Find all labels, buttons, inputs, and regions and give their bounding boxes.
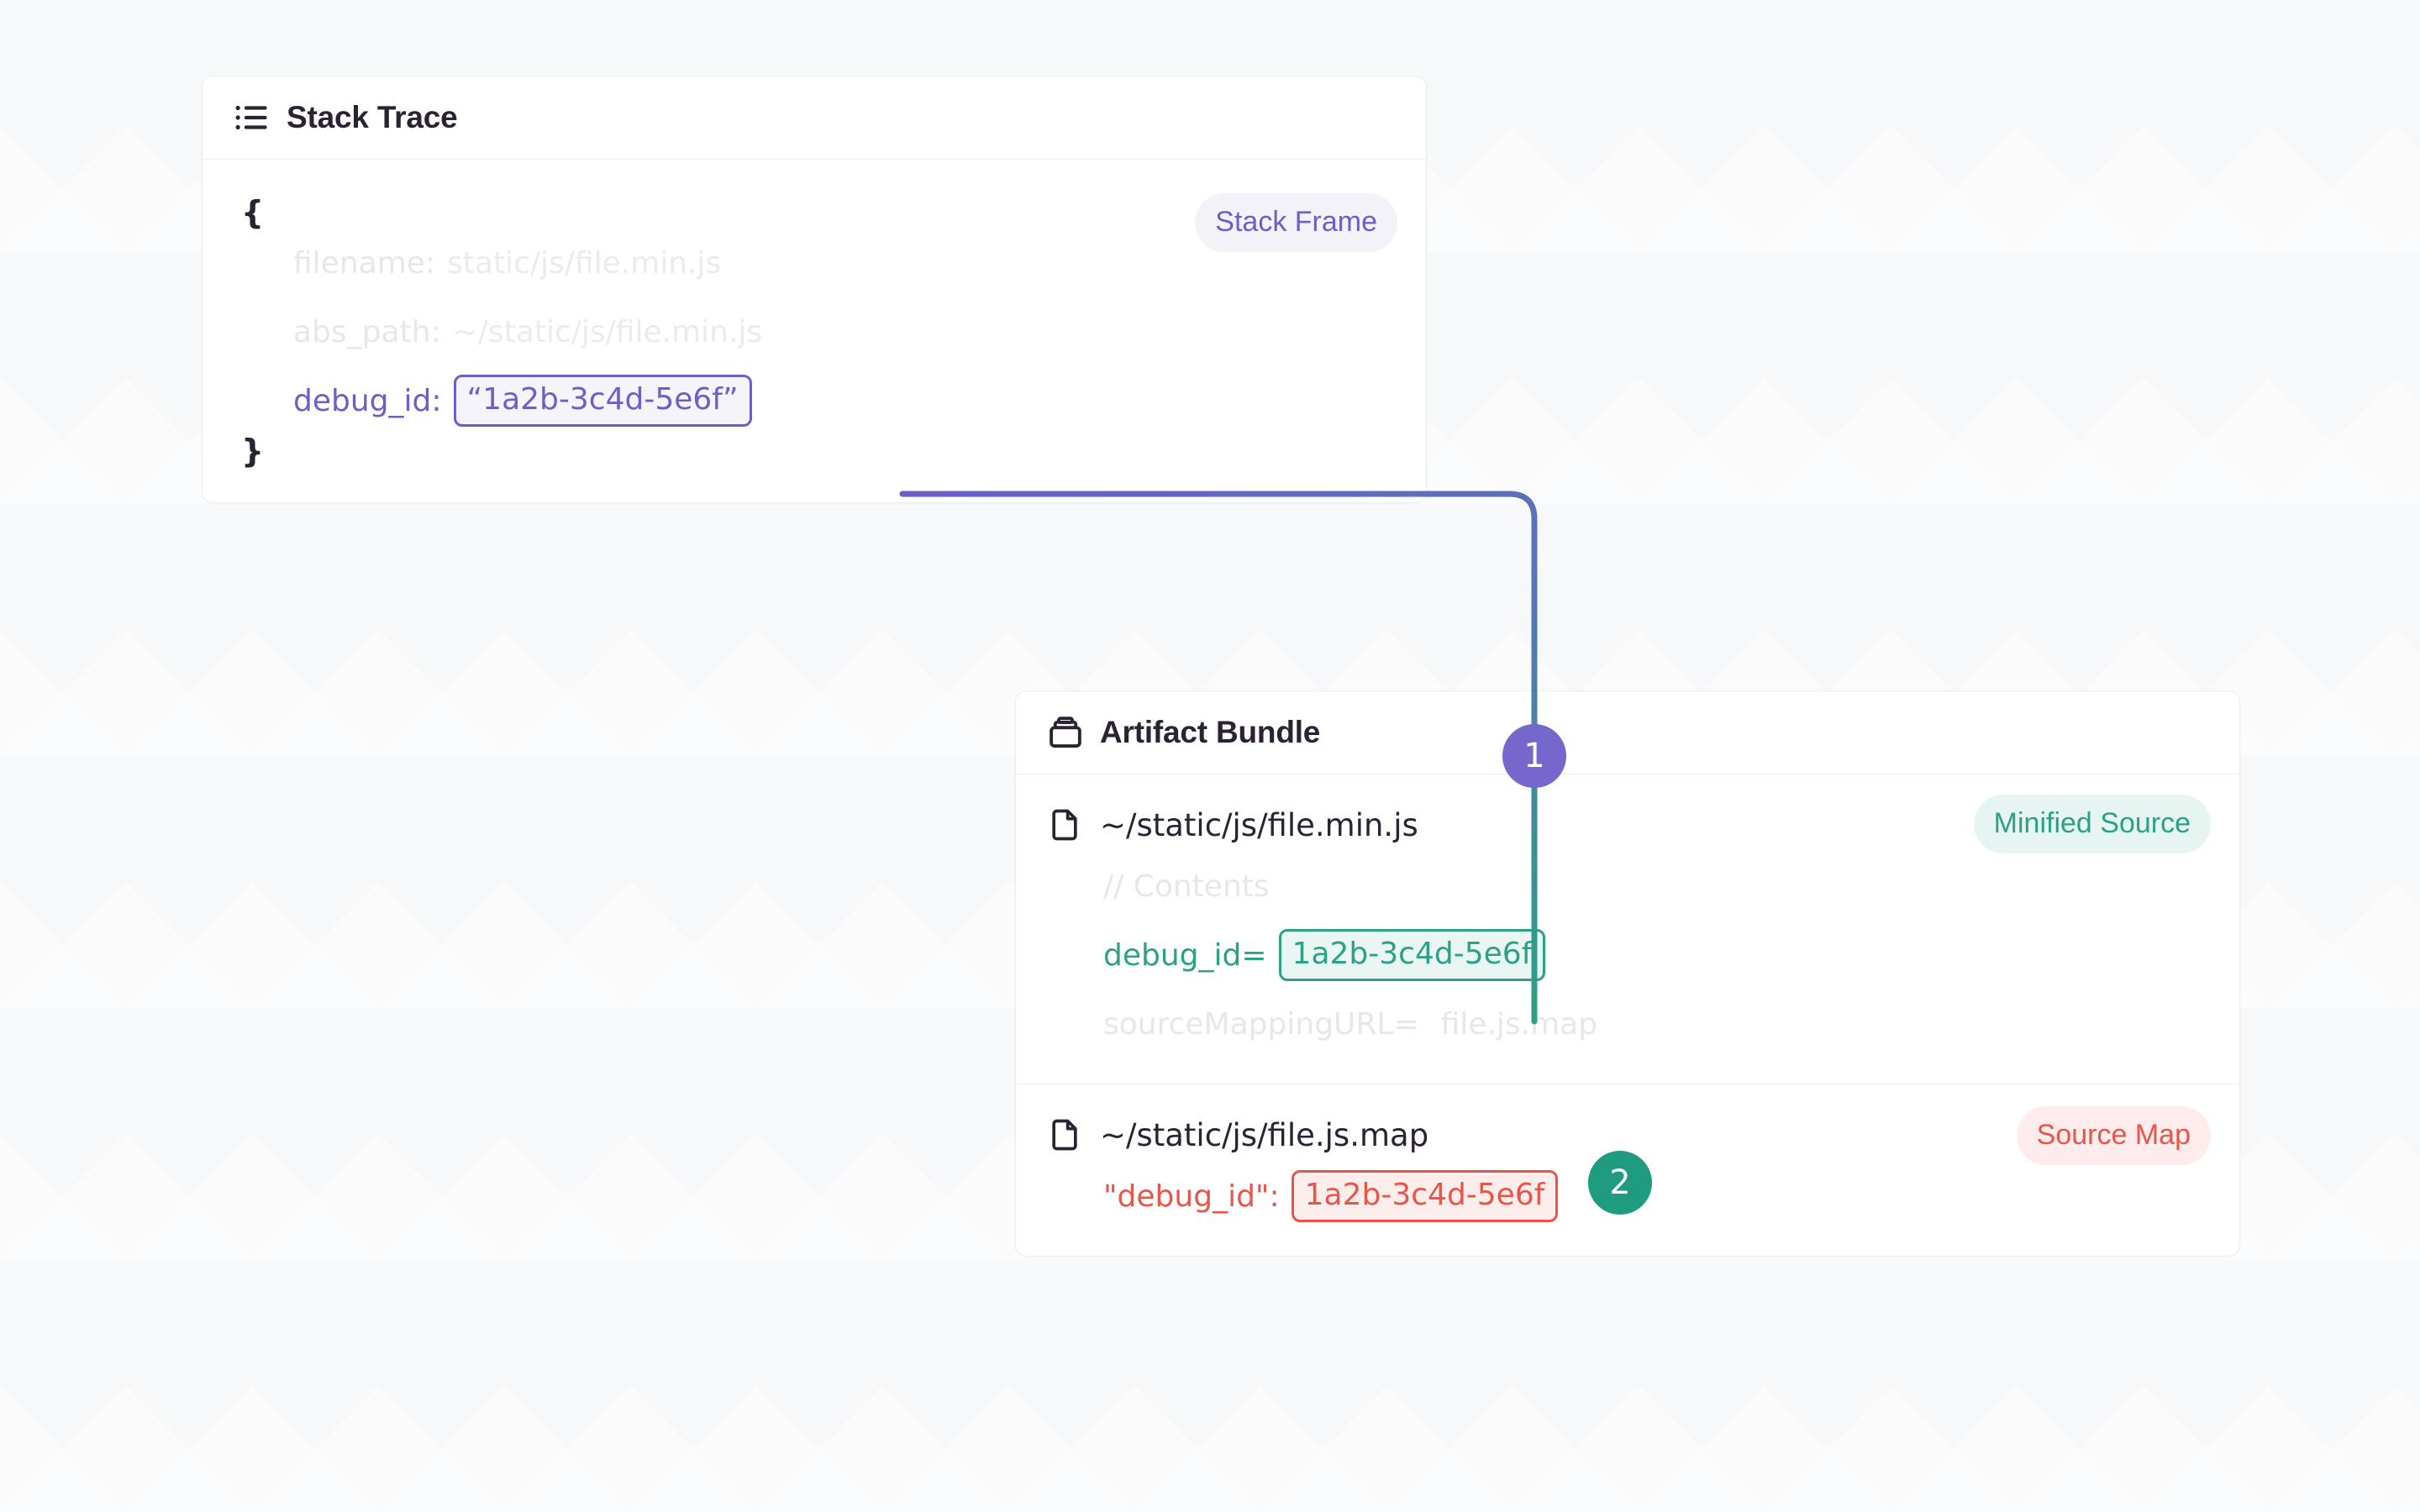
minified-source-contents-comment: // Contents bbox=[1103, 852, 2211, 921]
source-map-file-name: ~/static/js/file.js.map bbox=[1100, 1116, 1429, 1153]
close-brace: } bbox=[241, 433, 265, 470]
stack-trace-body: Stack Frame { filename: static/js/file.m… bbox=[203, 160, 1426, 502]
artifact-bundle-title: Artifact Bundle bbox=[1100, 715, 1321, 749]
filename-value: static/js/file.min.js bbox=[447, 245, 722, 281]
debug-id-key: debug_id: bbox=[293, 383, 442, 418]
minified-source-file-row: ~/static/js/file.min.js bbox=[1046, 798, 2211, 852]
bundle-entry-minified-source: Minified Source ~/static/js/file.min.js … bbox=[1016, 774, 2239, 1084]
stack-frame-badge: Stack Frame bbox=[1195, 193, 1397, 252]
file-icon bbox=[1046, 806, 1083, 843]
minified-source-debug-id-value[interactable]: 1a2b-3c4d-5e6f bbox=[1278, 929, 1546, 981]
abs-path-key: abs_path: bbox=[293, 314, 441, 349]
source-map-debug-id-line: "debug_id": 1a2b-3c4d-5e6f bbox=[1103, 1162, 2211, 1231]
minified-source-debug-id-line: debug_id= 1a2b-3c4d-5e6f bbox=[1103, 921, 2211, 990]
contents-comment-text: // Contents bbox=[1103, 869, 1270, 904]
stack-frame-field-abs-path: abs_path: ~/static/js/file.min.js bbox=[293, 297, 1397, 366]
list-icon bbox=[233, 98, 271, 137]
filename-key: filename: bbox=[293, 245, 436, 281]
minified-source-file-name: ~/static/js/file.min.js bbox=[1100, 806, 1418, 843]
artifact-bundle-header: Artifact Bundle bbox=[1016, 691, 2239, 774]
step-badge-2[interactable]: 2 bbox=[1588, 1151, 1652, 1215]
step-badge-1[interactable]: 1 bbox=[1502, 724, 1566, 788]
sourcemappingurl-value: file.js.map bbox=[1440, 1006, 1598, 1042]
source-map-debug-id-key: "debug_id": bbox=[1103, 1179, 1280, 1214]
stack-trace-debug-id-value[interactable]: “1a2b-3c4d-5e6f” bbox=[453, 375, 752, 427]
minified-debug-id-key: debug_id= bbox=[1103, 937, 1267, 973]
stack-trace-card: Stack Trace Stack Frame { filename: stat… bbox=[202, 76, 1427, 503]
abs-path-value: ~/static/js/file.min.js bbox=[452, 314, 763, 349]
stack-frame-field-debug-id: debug_id: “1a2b-3c4d-5e6f” bbox=[293, 366, 1397, 435]
stack-trace-header: Stack Trace bbox=[203, 76, 1426, 160]
package-icon bbox=[1046, 713, 1085, 752]
file-icon bbox=[1046, 1116, 1083, 1153]
stack-trace-title: Stack Trace bbox=[287, 100, 458, 134]
sourcemappingurl-key: sourceMappingURL= bbox=[1103, 1006, 1419, 1042]
minified-source-sourcemapping-line: sourceMappingURL= file.js.map bbox=[1103, 990, 2211, 1058]
source-map-debug-id-value[interactable]: 1a2b-3c4d-5e6f bbox=[1291, 1170, 1559, 1222]
